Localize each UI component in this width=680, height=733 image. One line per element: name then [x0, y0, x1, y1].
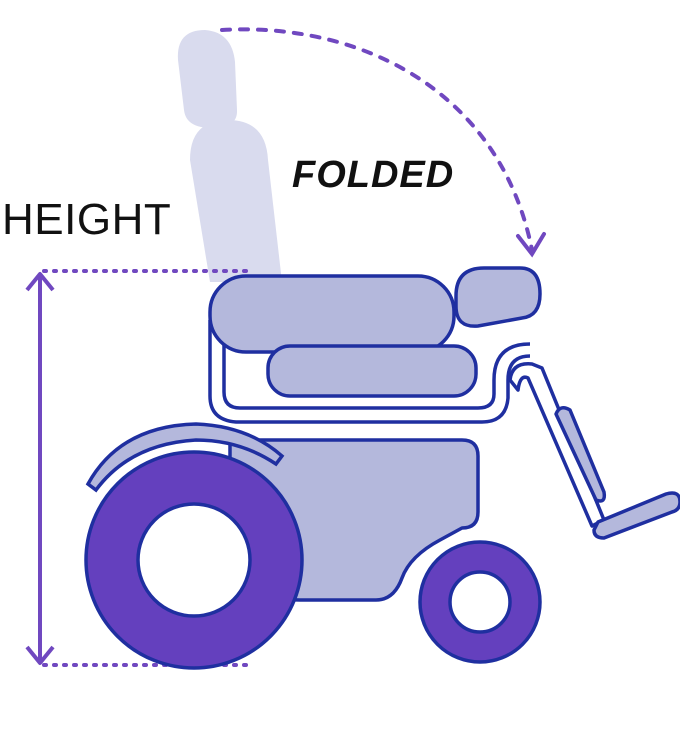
- caster-hub: [448, 570, 512, 634]
- seat-frame: [208, 320, 531, 424]
- fold-arc: [220, 27, 534, 252]
- rear-drive-wheel: [84, 450, 304, 670]
- height-label: HEIGHT: [2, 195, 172, 244]
- seat: [208, 266, 542, 398]
- seat-cushion: [266, 344, 478, 398]
- fold-arrow-head: [516, 232, 546, 258]
- footrest-assembly: [508, 362, 680, 540]
- rear-fender: [85, 422, 285, 493]
- folded-label: FOLDED: [292, 154, 455, 196]
- ghost-headrest: [177, 30, 238, 128]
- ghost-backrest: [190, 120, 282, 282]
- frame-inner: [222, 320, 531, 410]
- height-arrow-icon: [25, 269, 250, 667]
- foot-plate: [592, 491, 680, 540]
- frame-outer: [208, 320, 531, 424]
- leg-rest-bar: [508, 362, 606, 528]
- fold-arrow-icon: [220, 27, 546, 258]
- calf-pad: [554, 406, 607, 503]
- unfolded-backrest-ghost: [177, 30, 282, 282]
- folded-headrest: [454, 266, 542, 328]
- height-arrow-head-bottom: [25, 645, 55, 665]
- front-caster-wheel: [418, 540, 542, 664]
- height-arrow-head-top: [25, 272, 55, 292]
- rear-hub: [136, 502, 252, 618]
- folded-backrest-cushion: [208, 274, 456, 354]
